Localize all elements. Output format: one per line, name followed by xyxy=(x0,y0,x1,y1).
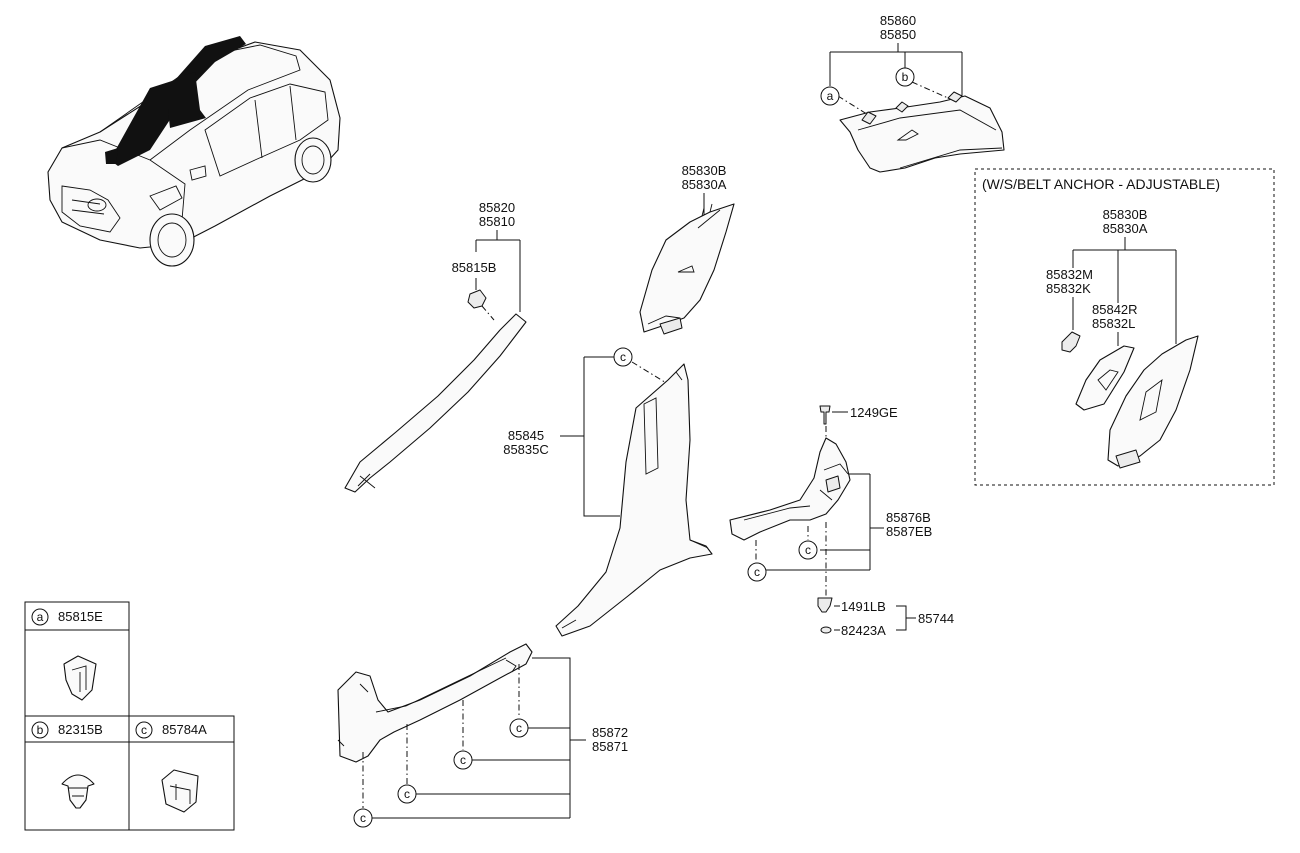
callout-c-rear-1: c xyxy=(798,540,818,560)
fastener-group: 1491LB 82423A 85744 xyxy=(817,597,954,638)
callout-c-sill-2: c xyxy=(453,750,473,770)
inset-main-2: 85830A xyxy=(1103,221,1148,236)
part-number-rear-1: 85876B xyxy=(886,510,931,525)
svg-text:a: a xyxy=(827,89,834,103)
legend-b-part: 82315B xyxy=(58,722,103,737)
part-number-rear-2: 8587EB xyxy=(886,524,932,539)
clip-legend-table: a 85815E b 82315B c 85784A xyxy=(24,601,235,831)
part-number-fastener-1: 1491LB xyxy=(841,599,886,614)
callout-a-roof: a xyxy=(820,86,840,106)
legend-c-marker: c xyxy=(135,721,153,739)
svg-text:c: c xyxy=(805,543,811,557)
part-number-bpillar-upper-1: 85830B xyxy=(682,163,727,178)
part-number-sill-2: 85871 xyxy=(592,739,628,754)
svg-text:a: a xyxy=(37,610,44,624)
inset-sub2-1: 85842R xyxy=(1092,302,1138,317)
legend-a-part: 85815E xyxy=(58,609,103,624)
part-number-sill-1: 85872 xyxy=(592,725,628,740)
car-illustration xyxy=(47,36,341,267)
part-number-bpillar-lower-1: 85845 xyxy=(508,428,544,443)
b-pillar-lower-group: c 85845 85835C xyxy=(503,347,713,637)
svg-text:c: c xyxy=(516,721,522,735)
part-number-bpillar-upper-2: 85830A xyxy=(682,177,727,192)
inset-sub1-2: 85832K xyxy=(1046,281,1091,296)
rear-trim-group: 85876B 8587EB c c xyxy=(729,437,932,596)
inset-main-1: 85830B xyxy=(1103,207,1148,222)
part-number-fastener-set: 85744 xyxy=(918,611,954,626)
sill-trim-panel xyxy=(337,643,533,763)
part-number-bpillar-lower-2: 85835C xyxy=(503,442,549,457)
callout-c-sill-4: c xyxy=(353,808,373,828)
callout-c-rear-2: c xyxy=(747,562,767,582)
svg-text:b: b xyxy=(37,723,44,737)
part-number-apillar-2: 85810 xyxy=(479,214,515,229)
callout-c-bpillar: c xyxy=(613,347,633,367)
a-pillar-group: 85820 85810 85815B xyxy=(344,200,527,493)
clip-b-drawing xyxy=(61,774,95,809)
clip-c-drawing xyxy=(161,769,199,813)
part-number-fastener-2: 82423A xyxy=(841,623,886,638)
b-pillar-upper-group: 85830B 85830A xyxy=(639,163,735,335)
part-number-roof-2: 85850 xyxy=(880,27,916,42)
svg-text:c: c xyxy=(620,350,626,364)
svg-text:c: c xyxy=(360,811,366,825)
legend-a-marker: a xyxy=(31,608,49,626)
inset-title: (W/S/BELT ANCHOR - ADJUSTABLE) xyxy=(982,176,1220,192)
roof-trim-group: 85860 85850 a b xyxy=(820,13,1005,173)
b-pillar-lower-trim xyxy=(555,363,713,637)
part-number-screw: 1249GE xyxy=(850,405,898,420)
svg-text:c: c xyxy=(460,753,466,767)
svg-text:c: c xyxy=(141,723,147,737)
callout-c-sill-1: c xyxy=(509,718,529,738)
belt-anchor-inset: (W/S/BELT ANCHOR - ADJUSTABLE) 85830B 85… xyxy=(974,168,1275,486)
legend-c-part: 85784A xyxy=(162,722,207,737)
a-pillar-trim xyxy=(344,313,527,493)
svg-text:c: c xyxy=(404,787,410,801)
callout-c-sill-3: c xyxy=(397,784,417,804)
roof-trim-panel xyxy=(839,95,1005,173)
screw-group: 1249GE xyxy=(819,405,898,440)
inset-sub1-1: 85832M xyxy=(1046,267,1093,282)
inset-sub2-2: 85832L xyxy=(1092,316,1135,331)
svg-text:c: c xyxy=(754,565,760,579)
part-number-apillar-1: 85820 xyxy=(479,200,515,215)
sill-trim-group: 85872 85871 c c c c xyxy=(337,643,628,828)
svg-text:b: b xyxy=(902,70,909,84)
callout-b-roof: b xyxy=(895,67,915,87)
part-number-apillar-clip: 85815B xyxy=(452,260,497,275)
rear-trim-panel xyxy=(729,437,851,541)
part-number-roof-1: 85860 xyxy=(880,13,916,28)
legend-b-marker: b xyxy=(31,721,49,739)
